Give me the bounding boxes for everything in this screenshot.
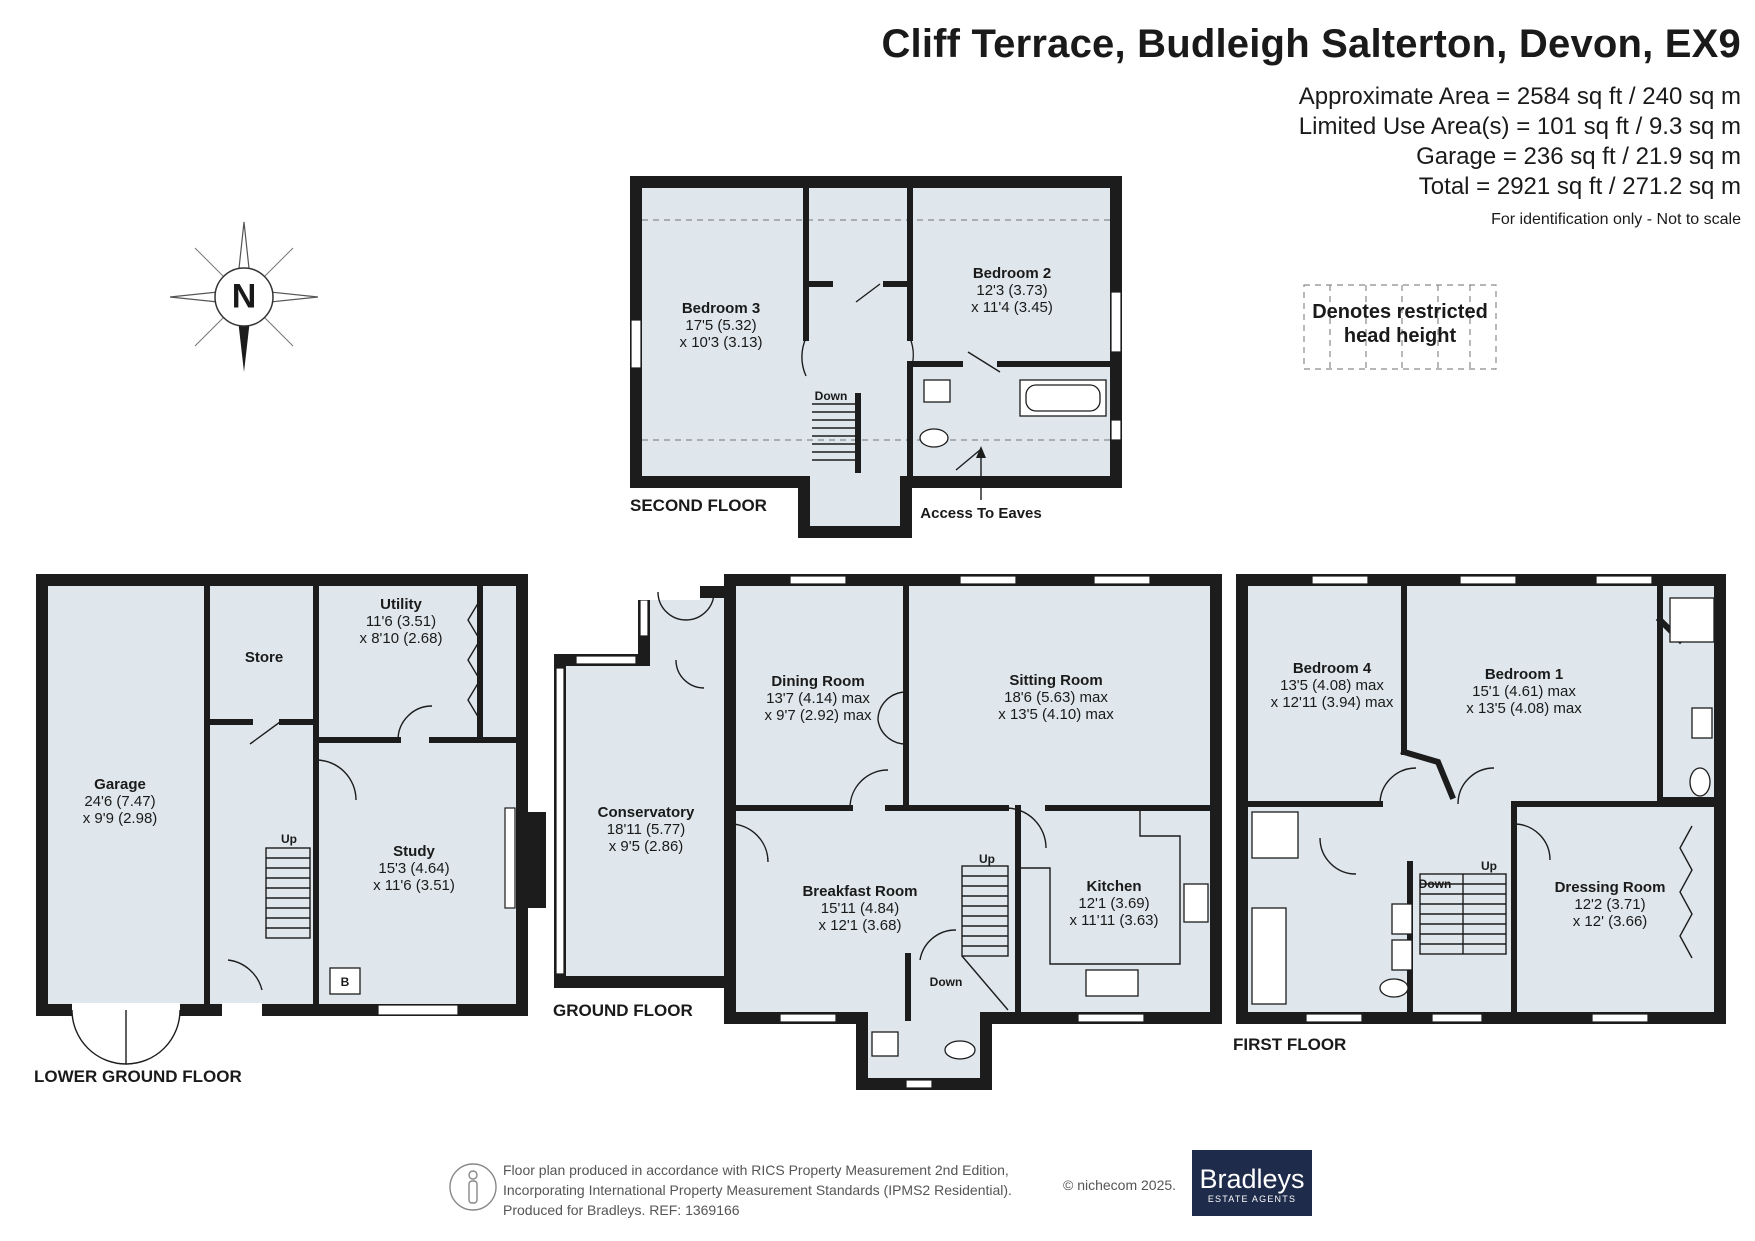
ground-stairs-up-label: Up <box>979 852 995 866</box>
room-bedroom-1: Bedroom 1 15'1 (4.61) max x 13'5 (4.08) … <box>1466 666 1582 717</box>
logo-main-text: Bradleys <box>1199 1164 1305 1194</box>
room-utility: Utility 11'6 (3.51) x 8'10 (2.68) <box>359 596 443 647</box>
compass-rose-icon <box>169 221 319 372</box>
room-bedroom-3: Bedroom 3 17'5 (5.32) x 10'3 (3.13) <box>679 300 763 351</box>
footer-notes: Floor plan produced in accordance with R… <box>503 1160 1012 1220</box>
room-dressing-room: Dressing Room 12'2 (3.71) x 12' (3.66) <box>1554 879 1666 930</box>
first-floor-plan <box>1236 574 1726 1024</box>
room-study: Study 15'3 (4.64) x 11'6 (3.51) <box>373 843 455 894</box>
footer-line-3: Produced for Bradleys. REF: 1369166 <box>503 1202 740 1218</box>
ground-floor-plan <box>554 574 1222 1090</box>
lower-ground-floor-label: LOWER GROUND FLOOR <box>34 1067 242 1086</box>
logo-sub-text: ESTATE AGENTS <box>1207 1194 1297 1204</box>
restricted-height-legend-box <box>1303 284 1497 370</box>
room-dining-room: Dining Room 13'7 (4.14) max x 9'7 (2.92)… <box>764 673 872 724</box>
approximate-area: Approximate Area = 2584 sq ft / 240 sq m <box>1298 83 1741 110</box>
first-stairs-down-label: Down <box>1418 877 1452 891</box>
measurement-standard-person-icon <box>449 1163 497 1211</box>
first-floor-label: FIRST FLOOR <box>1233 1035 1347 1054</box>
second-floor-stairs-down-label: Down <box>814 389 848 403</box>
copyright-text: © nichecom 2025. <box>1063 1177 1177 1193</box>
room-conservatory: Conservatory 18'11 (5.77) x 9'5 (2.86) <box>597 804 695 855</box>
access-to-eaves-arrow-icon <box>976 446 986 500</box>
room-bedroom-4: Bedroom 4 13'5 (4.08) max x 12'11 (3.94)… <box>1270 660 1394 711</box>
second-floor-label: SECOND FLOOR <box>630 496 767 515</box>
property-title: Cliff Terrace, Budleigh Salterton, Devon… <box>881 22 1741 66</box>
ground-stairs-down-label: Down <box>929 975 963 989</box>
room-kitchen: Kitchen 12'1 (3.69) x 11'11 (3.63) <box>1069 878 1159 929</box>
lower-ground-stairs-up-label: Up <box>281 832 297 846</box>
footer-line-2: Incorporating International Property Mea… <box>503 1182 1012 1198</box>
lower-ground-floor-plan <box>36 574 546 1065</box>
disclaimer-text: For identification only - Not to scale <box>1491 211 1741 228</box>
area-summary: Approximate Area = 2584 sq ft / 240 sq m… <box>1299 82 1741 202</box>
room-breakfast-room: Breakfast Room 15'11 (4.84) x 12'1 (3.68… <box>802 883 918 934</box>
garage-area: Garage = 236 sq ft / 21.9 sq m <box>1416 143 1741 170</box>
first-stairs-up-label: Up <box>1481 859 1497 873</box>
compass-north-label: N <box>231 277 257 316</box>
bradleys-logo: Bradleys ESTATE AGENTS <box>1192 1150 1312 1216</box>
ground-floor-label: GROUND FLOOR <box>553 1001 693 1020</box>
restricted-height-legend-text: Denotes restricted head height <box>1312 301 1488 347</box>
room-bedroom-2: Bedroom 2 12'3 (3.73) x 11'4 (3.45) <box>971 265 1053 316</box>
footer-line-1: Floor plan produced in accordance with R… <box>503 1162 1009 1178</box>
limited-use-area: Limited Use Area(s) = 101 sq ft / 9.3 sq… <box>1298 113 1741 140</box>
second-floor-plan <box>630 176 1122 538</box>
boiler-label: B <box>340 975 350 989</box>
total-area: Total = 2921 sq ft / 271.2 sq m <box>1418 173 1741 200</box>
access-to-eaves-label: Access To Eaves <box>920 505 1042 522</box>
room-garage: Garage 24'6 (7.47) x 9'9 (2.98) <box>82 776 158 827</box>
room-sitting-room: Sitting Room 18'6 (5.63) max x 13'5 (4.1… <box>998 672 1114 723</box>
room-store: Store <box>244 649 284 666</box>
